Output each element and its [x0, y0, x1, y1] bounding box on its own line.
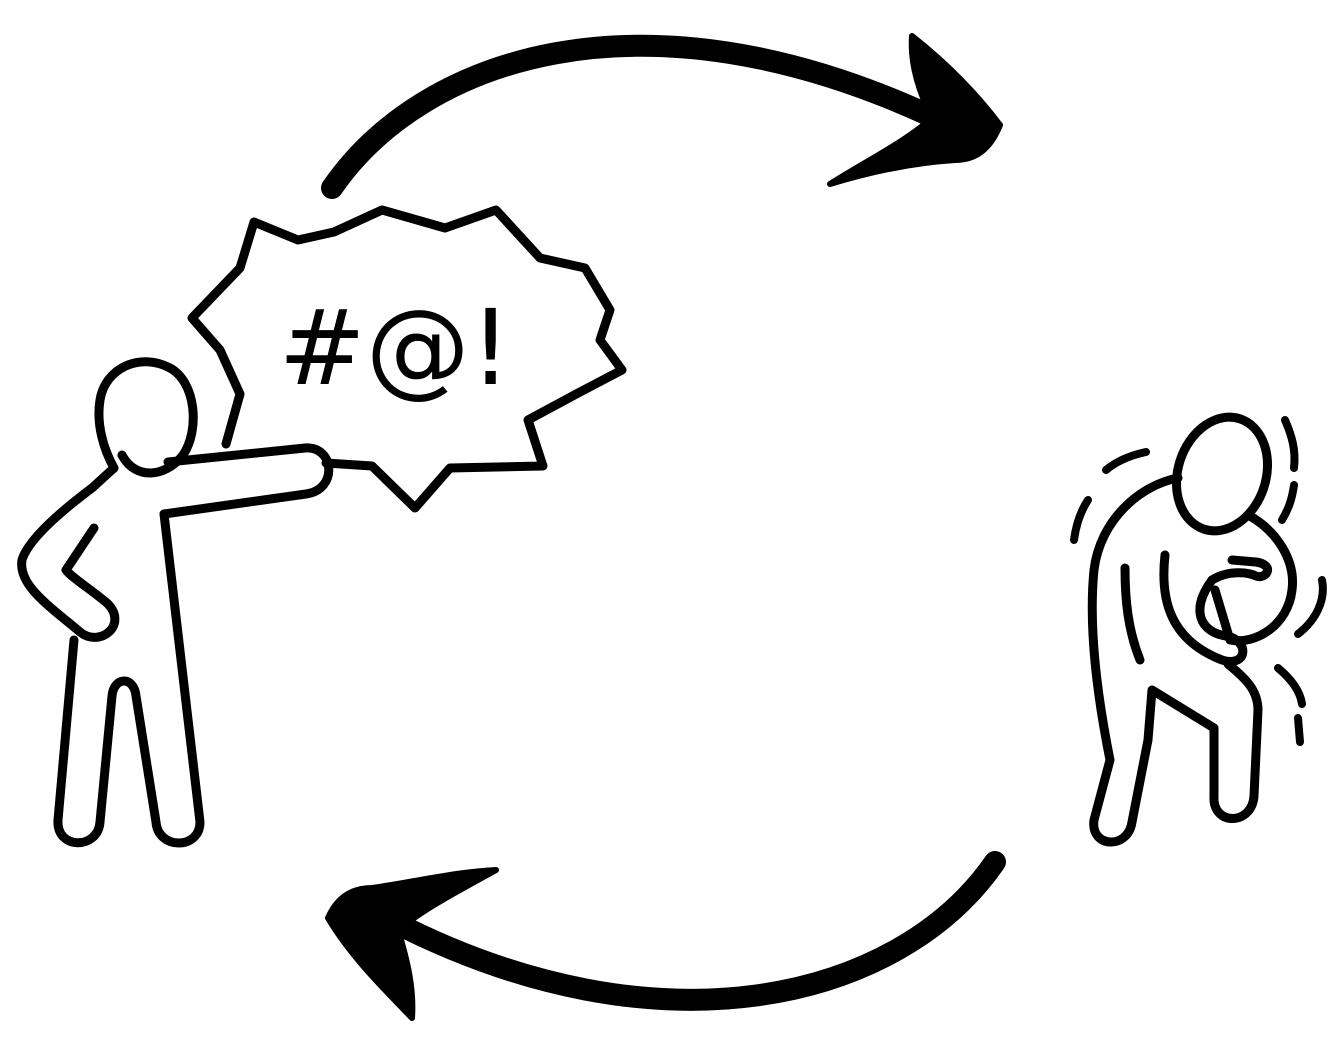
cursing-speech-bubble-icon: #@!	[187, 205, 627, 513]
scared-person-cowering-icon	[1070, 412, 1327, 847]
cursing-symbols: #@!	[279, 287, 512, 409]
angry-person-pointing-icon	[17, 357, 334, 848]
curved-arrow-right-icon	[321, 33, 1003, 199]
curved-arrow-left-icon	[325, 851, 1006, 1021]
